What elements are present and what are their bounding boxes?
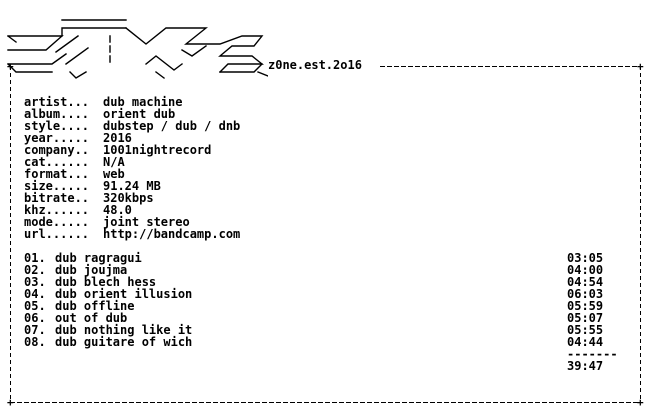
info-value: 48.0 <box>103 203 132 217</box>
info-row: format... web <box>24 168 240 180</box>
track-title: dub joujma <box>55 263 128 277</box>
track-row: 08. dub guitare of wich 04:44 <box>24 336 624 348</box>
info-row: year..... 2016 <box>24 132 240 144</box>
svg-text:+: + <box>637 396 644 409</box>
track-number: 03. <box>24 275 46 289</box>
info-row: bitrate.. 320kbps <box>24 192 240 204</box>
info-value: dub machine <box>103 95 183 109</box>
track-title: dub blech hess <box>55 275 157 289</box>
track-duration: 04:00 <box>567 263 604 277</box>
info-value: dubstep / dub / dnb <box>103 119 241 133</box>
svg-text:+: + <box>637 60 644 73</box>
track-row: 04. dub orient illusion 06:03 <box>24 288 624 300</box>
info-value: http://bandcamp.com <box>103 227 241 241</box>
info-key: year..... <box>24 131 90 145</box>
info-row: khz...... 48.0 <box>24 204 240 216</box>
group-tag: z0ne.est.2o16 <box>268 58 362 72</box>
info-key: artist... <box>24 95 90 109</box>
track-number: 08. <box>24 335 46 349</box>
track-row: 05. dub offline 05:59 <box>24 300 624 312</box>
total-rule: ------- <box>567 347 618 361</box>
info-value: N/A <box>103 155 125 169</box>
track-title: dub offline <box>55 299 135 313</box>
info-value: 320kbps <box>103 191 154 205</box>
info-key: url...... <box>24 227 90 241</box>
info-value: orient dub <box>103 107 176 121</box>
info-value: 1001nightrecord <box>103 143 212 157</box>
info-key: khz...... <box>24 203 90 217</box>
track-number: 02. <box>24 263 46 277</box>
track-title: dub nothing like it <box>55 323 193 337</box>
info-row: mode..... joint stereo <box>24 216 240 228</box>
info-value: joint stereo <box>103 215 190 229</box>
total-time: 39:47 <box>567 359 604 373</box>
track-duration: 04:44 <box>567 335 604 349</box>
info-key: company.. <box>24 143 90 157</box>
z0ne-ascii-logo <box>7 19 268 79</box>
info-key: size..... <box>24 179 90 193</box>
info-key: bitrate.. <box>24 191 90 205</box>
track-duration: 06:03 <box>567 287 604 301</box>
info-row: album.... orient dub <box>24 108 240 120</box>
track-title: dub orient illusion <box>55 287 193 301</box>
track-row: 03. dub blech hess 04:54 <box>24 276 624 288</box>
track-title: dub ragragui <box>55 251 142 265</box>
info-row: url...... http://bandcamp.com <box>24 228 240 240</box>
info-row: cat...... N/A <box>24 156 240 168</box>
svg-text:+: + <box>7 396 14 409</box>
track-duration: 03:05 <box>567 251 604 265</box>
track-row: 07. dub nothing like it 05:55 <box>24 324 624 336</box>
track-number: 07. <box>24 323 46 337</box>
track-duration: 05:59 <box>567 299 604 313</box>
info-row: style.... dubstep / dub / dnb <box>24 120 240 132</box>
track-number: 05. <box>24 299 46 313</box>
track-row: 01. dub ragragui 03:05 <box>24 252 624 264</box>
info-row: company.. 1001nightrecord <box>24 144 240 156</box>
info-key: album.... <box>24 107 90 121</box>
info-key: format... <box>24 167 90 181</box>
track-row: 06. out of dub 05:07 <box>24 312 624 324</box>
info-key: style.... <box>24 119 90 133</box>
info-row: size..... 91.24 MB <box>24 180 240 192</box>
info-value: 2016 <box>103 131 132 145</box>
track-number: 01. <box>24 251 46 265</box>
info-value: web <box>103 167 125 181</box>
track-number: 04. <box>24 287 46 301</box>
info-row: artist... dub machine <box>24 96 240 108</box>
track-duration: 05:55 <box>567 323 604 337</box>
track-duration: 05:07 <box>567 311 604 325</box>
info-value: 91.24 MB <box>103 179 161 193</box>
info-key: mode..... <box>24 215 90 229</box>
track-title: out of dub <box>55 311 128 325</box>
track-duration: 04:54 <box>567 275 604 289</box>
track-number: 06. <box>24 311 46 325</box>
info-key: cat...... <box>24 155 90 169</box>
track-row: 02. dub joujma 04:00 <box>24 264 624 276</box>
track-title: dub guitare of wich <box>55 335 193 349</box>
